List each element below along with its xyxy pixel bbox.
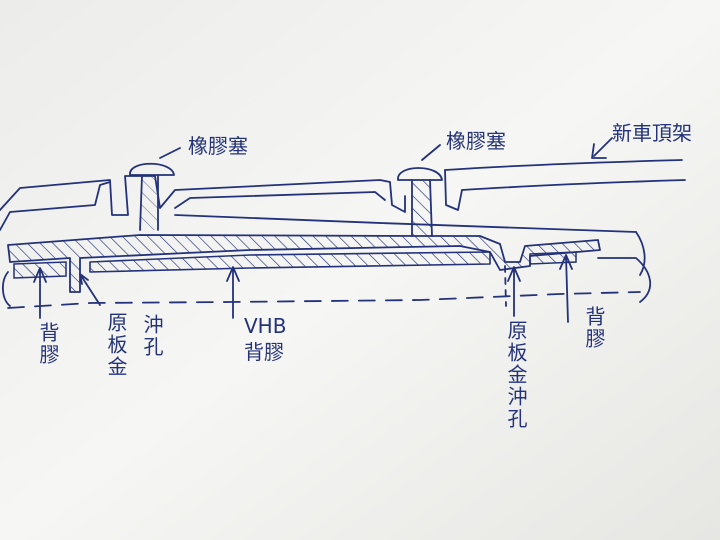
rack-profile-middle [174, 191, 386, 209]
plug-right-hatch [412, 180, 432, 236]
roof-rack-line-upper [444, 159, 683, 171]
right-dashed-drop [504, 265, 507, 307]
label-original-sheet-left: 原板金 [104, 312, 128, 378]
leader-rubber-plug-left [159, 147, 181, 159]
dashed-baseline [7, 291, 641, 309]
arrow-sheet-hole-right [507, 266, 521, 317]
arrow-adhesive-left [33, 267, 47, 319]
label-vhb: VHB 背膠 [244, 316, 286, 362]
label-punch-hole-left: 沖孔 [140, 314, 164, 358]
label-new-roof-rack: 新車頂架 [612, 121, 692, 145]
vhb-layer [89, 251, 491, 273]
roof-rack-line-lower [461, 179, 686, 191]
leader-rubber-plug-right [421, 144, 441, 161]
label-adhesive-right: 背膠 [582, 306, 606, 350]
roof-rack-right-channel [444, 169, 463, 211]
label-adhesive-left: 背膠 [36, 322, 60, 366]
arrow-sheet-hole-left [79, 273, 101, 306]
label-original-sheet-hole-right: 原板金沖孔 [504, 320, 528, 430]
adhesive-pad-right [529, 251, 577, 265]
plug-left-hatch [140, 176, 158, 230]
label-rubber-plug-left: 橡膠塞 [188, 134, 248, 158]
rack-profile-left-inner [0, 181, 111, 231]
rack-lower-long-line [174, 214, 637, 233]
label-vhb-line1: VHB [244, 314, 287, 338]
rubber-plug-right-head [397, 167, 443, 181]
left-edge-curve [2, 271, 11, 307]
arrow-adhesive-right [559, 254, 573, 323]
label-vhb-line2: 背膠 [244, 340, 284, 364]
arrow-roof-rack [591, 137, 613, 159]
rubber-plug-left-head [129, 162, 175, 176]
label-rubber-plug-right: 橡膠塞 [446, 129, 506, 153]
roof-right-outline [597, 231, 651, 303]
arrow-vhb [226, 266, 240, 319]
